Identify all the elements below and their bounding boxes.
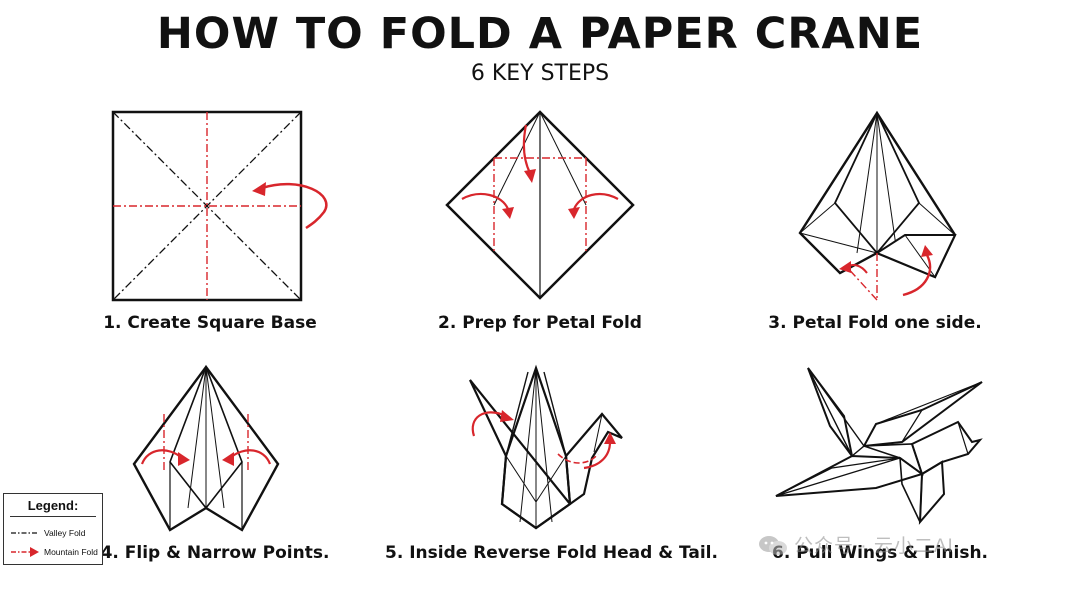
step-6-caption: 6. Pull Wings & Finish. xyxy=(771,543,989,563)
step-2-diagram xyxy=(445,110,635,300)
legend-title: Legend: xyxy=(27,498,79,513)
step-6-diagram xyxy=(775,367,983,525)
legend-label-valley: Valley Fold xyxy=(44,528,86,538)
step-1-diagram xyxy=(111,110,328,302)
step-3-caption: 3. Petal Fold one side. xyxy=(768,313,982,333)
legend-item-mountain: Mountain Fold xyxy=(10,545,102,559)
page-subtitle: 6 KEY STEPS xyxy=(470,61,610,86)
page-title: HOW TO FOLD A PAPER CRANE xyxy=(156,9,924,59)
watermark-text: 公众号 · 云小二AI xyxy=(794,536,954,557)
legend-item-valley: Valley Fold xyxy=(10,526,102,540)
step-4-caption: 4. Flip & Narrow Points. xyxy=(100,543,330,563)
chat-bubble-logo-icon xyxy=(759,536,787,555)
step-2-caption: 2. Prep for Petal Fold xyxy=(438,313,642,333)
mountain-fold-arrow-icon xyxy=(11,547,39,557)
valley-fold-line-icon xyxy=(11,532,39,534)
step-1-caption: 1. Create Square Base xyxy=(103,313,317,333)
watermark: 公众号 · 云小二AI xyxy=(758,532,1058,562)
step-5-diagram xyxy=(469,364,623,530)
legend-label-mountain: Mountain Fold xyxy=(44,547,98,557)
step-5-caption: 5. Inside Reverse Fold Head & Tail. xyxy=(385,543,718,563)
step-4-diagram xyxy=(132,364,280,532)
step-3-diagram xyxy=(798,110,957,301)
legend-divider xyxy=(10,516,96,517)
legend-box: Legend: Valley Fold Mountain Fold xyxy=(3,493,103,565)
